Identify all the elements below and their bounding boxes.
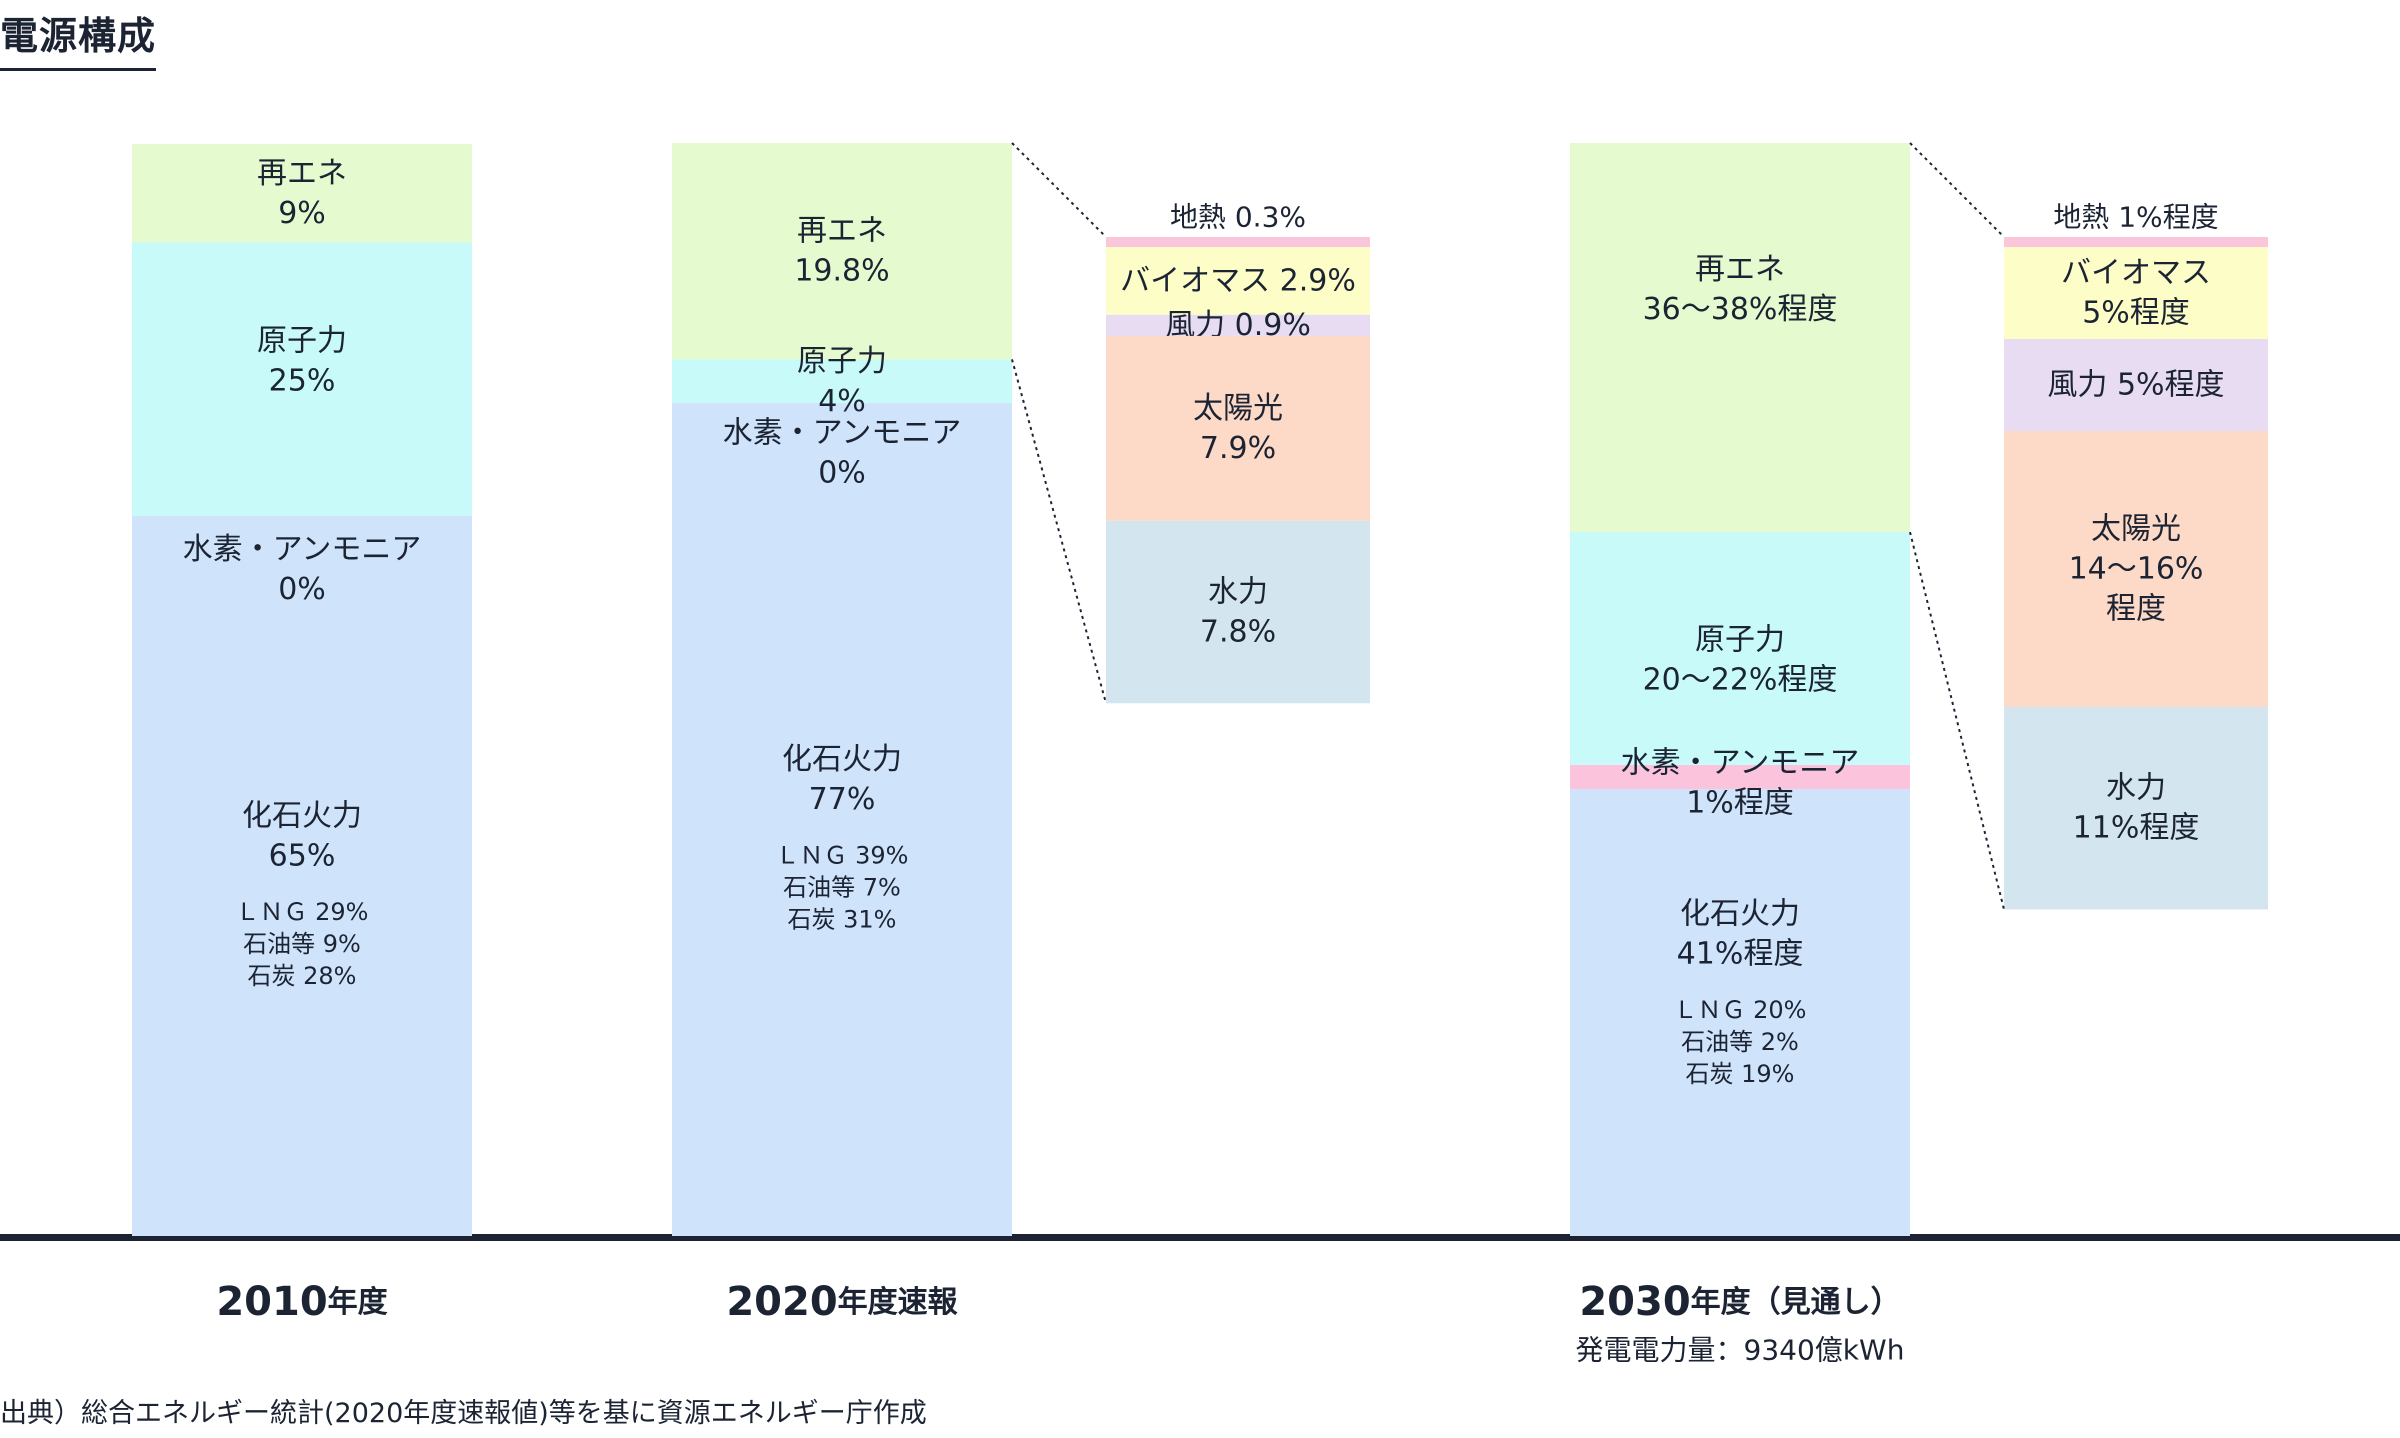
- connector-y2030-top: [1909, 142, 2005, 238]
- bar-y2020-segment-fossil: [672, 403, 1012, 1236]
- bar-y2020-segment-renewable: [672, 143, 1012, 360]
- xlabel-y2030-suffix: 年度（見通し）: [1691, 1285, 1901, 1320]
- bar-y2010-segment-fossil: [132, 515, 472, 1236]
- breakdown-y2030-solar-name: 太陽光: [2091, 512, 2181, 547]
- label-y2010-fossil-breakdown-0: ＬＮＧ 29%: [236, 898, 369, 926]
- xlabel-y2010: 2010年度: [216, 1279, 387, 1325]
- label-y2020-fossil-breakdown-0: ＬＮＧ 39%: [776, 842, 909, 870]
- connector-y2020-bottom: [1011, 359, 1107, 704]
- label-y2010-fossil-breakdown-2: 石炭 28%: [248, 962, 357, 990]
- breakdown-y2030-geothermal-label: 地熱 1%程度: [2053, 201, 2218, 234]
- breakdown-y2030-wind-label: 風力 5%程度: [2047, 368, 2224, 403]
- breakdown-y2030-biomass-value: 5%程度: [2082, 296, 2190, 331]
- bar-y2030-segment-renewable: [1570, 143, 1910, 533]
- label-y2030-fossil-value: 41%程度: [1677, 936, 1804, 971]
- label-y2010-nuclear-value: 25%: [269, 364, 336, 399]
- connector-y2030-bottom: [1909, 531, 2005, 910]
- baseline-axis: [0, 1234, 2400, 1241]
- bar-y2030-segment-fossil: [1570, 788, 1910, 1236]
- bar-y2010-segment-nuclear: [132, 242, 472, 516]
- xlabel-y2010-suffix: 年度: [328, 1285, 388, 1320]
- breakdown-y2030-segment-geothermal: [2004, 237, 2268, 247]
- label-y2020-fossil-breakdown-2: 石炭 31%: [788, 906, 897, 934]
- breakdown-y2020-hydro-value: 7.8%: [1200, 615, 1276, 650]
- label-y2010-renewable-value: 9%: [278, 196, 326, 231]
- label-y2020-fossil-name: 化石火力: [782, 742, 902, 777]
- breakdown-y2030-biomass-name: バイオマス: [2061, 256, 2211, 291]
- bar-y2020-segment-nuclear: [672, 359, 1012, 404]
- label-y2010-hydrogen-value: 0%: [278, 572, 326, 607]
- label-y2030-hydrogen-name: 水素・アンモニア: [1621, 745, 1860, 780]
- label-y2020-hydrogen-name: 水素・アンモニア: [723, 416, 962, 451]
- breakdown-y2020-geothermal-label: 地熱 0.3%: [1170, 201, 1306, 234]
- breakdown-y2020-segment-solar: [1106, 335, 1370, 521]
- bar-y2010-segment-renewable: [132, 144, 472, 243]
- label-y2020-hydrogen-value: 0%: [818, 456, 866, 491]
- label-y2030-hydrogen-value: 1%程度: [1686, 785, 1794, 820]
- bar-y2030-segment-nuclear: [1570, 532, 1910, 765]
- label-y2030-fossil-breakdown-0: ＬＮＧ 20%: [1674, 996, 1807, 1024]
- breakdown-y2030-hydro-name: 水力: [2106, 771, 2166, 806]
- breakdown-y2020-solar-value: 7.9%: [1200, 431, 1276, 466]
- label-y2010-fossil-value: 65%: [269, 838, 336, 873]
- label-y2010-hydrogen-name: 水素・アンモニア: [183, 532, 422, 567]
- breakdown-y2030-solar-suffix: 程度: [2106, 592, 2166, 627]
- breakdown-y2020-hydro-name: 水力: [1208, 575, 1268, 610]
- label-y2010-renewable-name: 再エネ: [257, 156, 347, 191]
- breakdown-y2020-segment-wind: [1106, 314, 1370, 336]
- xlabel-y2010-year: 2010: [216, 1279, 327, 1325]
- xlabel-y2030-sublabel: 発電電力量：9340億kWh: [1576, 1334, 1905, 1367]
- breakdown-y2030-solar-value: 14～16%: [2069, 552, 2204, 587]
- xlabel-y2030-year: 2030: [1579, 1279, 1690, 1325]
- page-title: 電源構成: [0, 14, 157, 71]
- breakdown-y2020-segment-hydro: [1106, 520, 1370, 704]
- label-y2020-renewable-name: 再エネ: [797, 214, 887, 249]
- breakdown-y2030-segment-biomass: [2004, 247, 2268, 339]
- label-y2010-fossil-breakdown-1: 石油等 9%: [243, 930, 361, 958]
- label-y2020-fossil-value: 77%: [809, 782, 876, 817]
- xlabel-y2020-suffix: 年度速報: [838, 1285, 959, 1320]
- xlabel-y2020-year: 2020: [726, 1279, 837, 1325]
- connector-y2020-top: [1011, 142, 1107, 238]
- breakdown-y2030-hydro-value: 11%程度: [2073, 811, 2200, 846]
- label-y2030-fossil-breakdown-2: 石炭 19%: [1686, 1060, 1795, 1088]
- label-y2020-renewable-value: 19.8%: [794, 254, 889, 289]
- breakdown-y2030-segment-wind: [2004, 339, 2268, 431]
- label-y2030-nuclear-name: 原子力: [1695, 623, 1785, 658]
- breakdown-y2030-segment-hydro: [2004, 707, 2268, 910]
- xlabel-y2020: 2020年度速報: [726, 1279, 958, 1325]
- label-y2030-renewable-name: 再エネ: [1695, 252, 1785, 287]
- source-note: 出典）総合エネルギー統計(2020年度速報値)等を基に資源エネルギー庁作成: [0, 1398, 927, 1429]
- xlabel-y2030: 2030年度（見通し）: [1579, 1279, 1900, 1325]
- breakdown-y2020-biomass-label: バイオマス 2.9%: [1120, 263, 1356, 298]
- breakdown-y2030-segment-solar: [2004, 431, 2268, 707]
- label-y2010-nuclear-name: 原子力: [257, 324, 347, 359]
- label-y2030-fossil-breakdown-1: 石油等 2%: [1681, 1028, 1799, 1056]
- bar-y2030-segment-hydrogen_pink: [1570, 764, 1910, 789]
- label-y2020-nuclear-name: 原子力: [797, 344, 887, 379]
- label-y2030-nuclear-value: 20～22%程度: [1643, 663, 1838, 698]
- label-y2020-nuclear-value: 4%: [818, 384, 866, 419]
- label-y2010-fossil-name: 化石火力: [242, 798, 362, 833]
- label-y2030-renewable-value: 36～38%程度: [1643, 292, 1838, 327]
- breakdown-y2020-segment-biomass: [1106, 247, 1370, 315]
- label-y2020-fossil-breakdown-1: 石油等 7%: [783, 874, 901, 902]
- breakdown-y2020-segment-geothermal: [1106, 237, 1370, 247]
- breakdown-y2020-solar-name: 太陽光: [1193, 391, 1283, 426]
- label-y2030-fossil-name: 化石火力: [1680, 896, 1800, 931]
